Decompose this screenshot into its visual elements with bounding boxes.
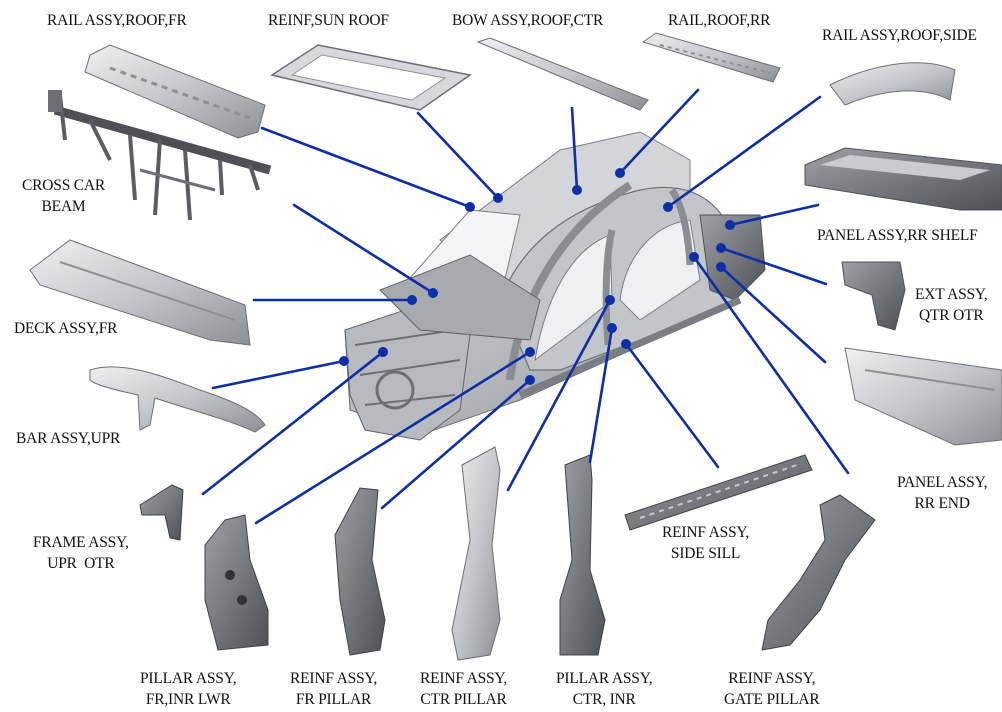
dot-reinf-side-sill [621,339,631,349]
label-reinf-fr-pillar: REINF ASSY, FR PILLAR [290,668,377,710]
part-reinf-fr-pillar [335,488,385,655]
label-reinf-gate-pillar: REINF ASSY, GATE PILLAR [724,668,820,710]
dot-panel-rr-end [716,262,726,272]
label-ext-qtr-otr: EXT ASSY, QTR OTR [915,284,988,326]
label-bow-roof-ctr: BOW ASSY,ROOF,CTR [452,10,603,31]
leader-panel-rr-end [721,267,825,362]
part-ext-qtr-otr [842,262,905,330]
label-rail-roof-side: RAIL ASSY,ROOF,SIDE [822,25,977,46]
part-pillar-fr-inr-lwr [205,515,268,650]
part-bow-roof-ctr [478,38,648,110]
part-rail-roof-side [830,63,955,105]
label-rail-roof-rr: RAIL,ROOF,RR [668,10,770,31]
label-deck-fr: DECK ASSY,FR [14,318,117,339]
part-reinf-sun-roof [272,45,470,110]
dot-rail-roof-rr [615,168,625,178]
label-frame-upr-otr: FRAME ASSY, UPR OTR [33,532,129,574]
dot-rail-roof-fr [465,202,475,212]
part-frame-upr-otr [140,485,183,540]
leader-bar-upr [213,361,344,388]
label-rail-roof-fr: RAIL ASSY,ROOF,FR [47,10,187,31]
leader-reinf-gate-pillar [694,257,848,473]
body-in-white-shell [345,132,765,440]
part-panel-rr-end [845,348,1002,445]
label-reinf-side-sill: REINF ASSY, SIDE SILL [662,522,749,564]
dot-rail-roof-side [663,202,673,212]
label-panel-rr-end: PANEL ASSY, RR END [897,472,987,514]
part-pillar-ctr-inr [560,455,605,655]
label-bar-upr: BAR ASSY,UPR [16,428,120,449]
dot-panel-rr-shelf [725,220,735,230]
part-reinf-gate-pillar [762,495,875,650]
dot-cross-car-beam [428,288,438,298]
dot-reinf-gate-pillar [689,252,699,262]
label-pillar-ctr-inr: PILLAR ASSY, CTR, INR [556,668,652,710]
dot-bow-roof-ctr [572,185,582,195]
dot-reinf-sun-roof [493,193,503,203]
leader-rail-roof-side [668,97,820,207]
part-reinf-ctr-pillar [452,447,500,660]
dot-bar-upr [339,356,349,366]
dot-ext-qtr-otr [716,243,726,253]
dot-frame-upr-otr [378,347,388,357]
leader-reinf-side-sill [626,344,718,467]
label-cross-car-beam: CROSS CAR BEAM [22,175,105,217]
part-rail-roof-rr [643,33,780,82]
label-pillar-fr-inr-lwr: PILLAR ASSY, FR,INR LWR [140,668,236,710]
dot-pillar-ctr-inr [607,323,617,333]
dot-deck-fr [407,295,417,305]
leader-reinf-sun-roof [418,113,498,198]
leader-cross-car-beam [294,205,433,293]
label-reinf-sun-roof: REINF,SUN ROOF [268,10,389,31]
dot-pillar-fr-inr-lwr [525,347,535,357]
part-bar-upr [90,367,265,432]
label-reinf-ctr-pillar: REINF ASSY, CTR PILLAR [420,668,507,710]
label-panel-rr-shelf: PANEL ASSY,RR SHELF [817,225,978,246]
part-panel-rr-shelf [805,148,1002,210]
leader-frame-upr-otr [203,352,383,494]
dot-reinf-fr-pillar [525,375,535,385]
leader-rail-roof-fr [262,128,470,207]
dot-reinf-ctr-pillar [605,295,615,305]
